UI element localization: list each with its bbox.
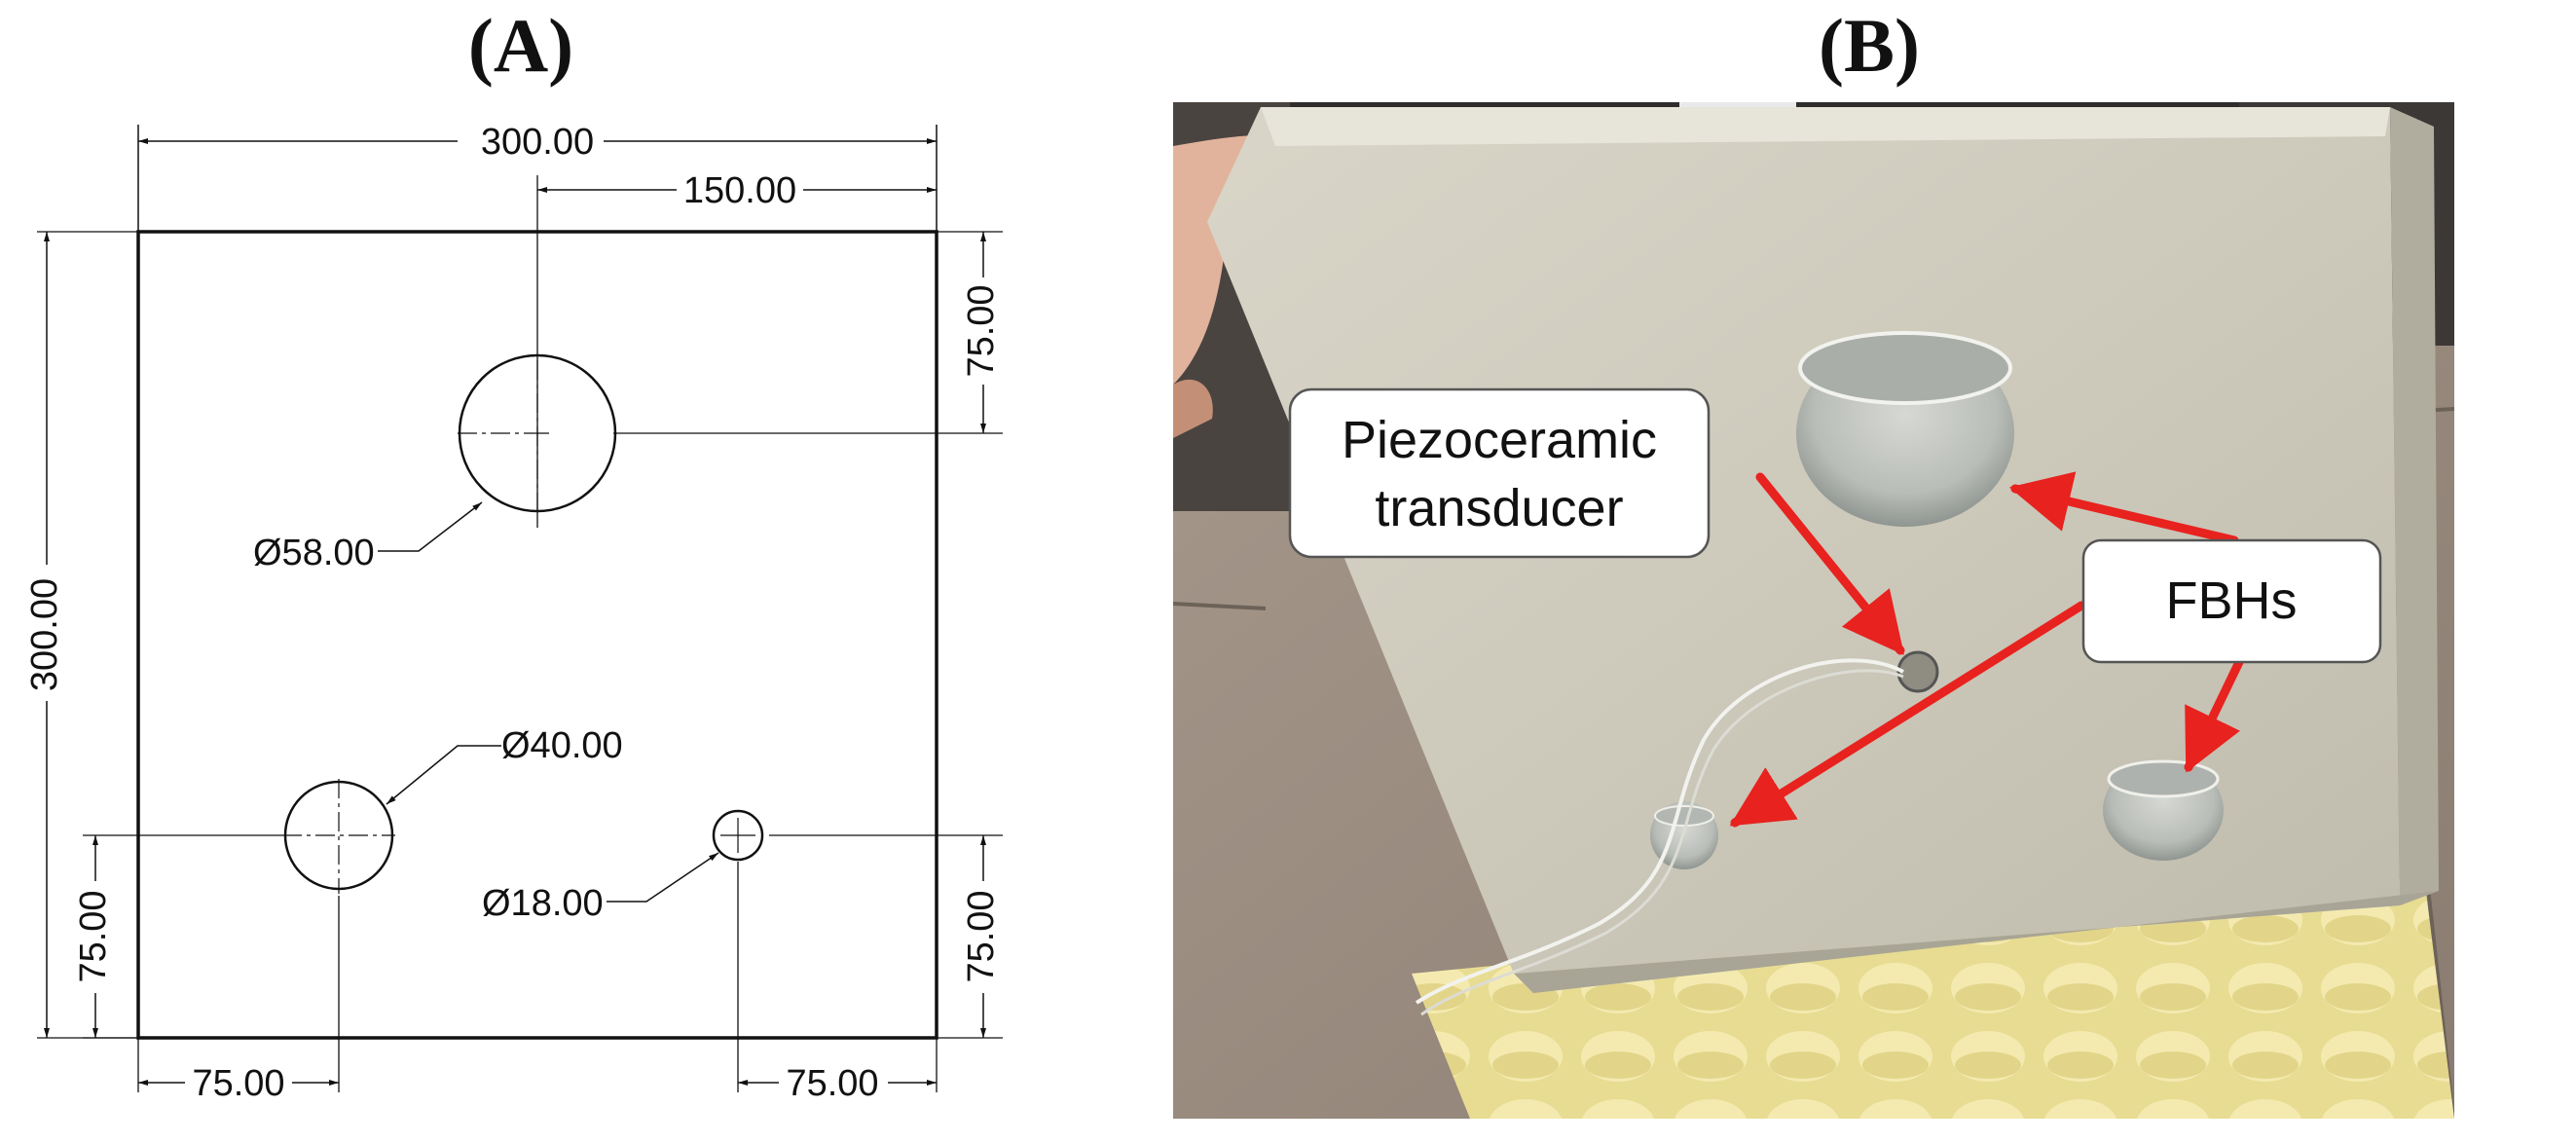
callout-transducer-box: [1288, 387, 1711, 559]
dim-right-top: 75.00: [961, 284, 1002, 377]
technical-drawing: [37, 125, 1003, 1092]
panel-b-label: (B): [1819, 3, 1920, 88]
hole-small: [712, 809, 764, 862]
dim-bottom-right: 75.00: [786, 1063, 878, 1104]
callout-transducer-line1: Piezoceramic: [1342, 411, 1657, 469]
callout-transducer-line2: transducer: [1375, 479, 1623, 537]
dim-left-height: 300.00: [24, 578, 65, 691]
dim-top-width: 300.00: [481, 122, 594, 163]
dim-bottom-left: 75.00: [192, 1063, 284, 1104]
dim-left-bottom: 75.00: [73, 890, 114, 982]
callout-fbh-label: FBHs: [2166, 572, 2298, 630]
dim-diameter-small: Ø18.00: [482, 883, 604, 924]
panel-a-label: (A): [467, 3, 574, 88]
dim-diameter-medium: Ø40.00: [501, 725, 623, 766]
dim-diameter-large: Ø58.00: [253, 533, 375, 573]
specimen-photo: Piezoceramic transducer FBHs: [1173, 102, 2454, 1119]
dim-right-bottom: 75.00: [961, 890, 1002, 982]
callout-fbh-box: [2081, 538, 2382, 664]
dim-top-offset: 150.00: [683, 170, 796, 211]
